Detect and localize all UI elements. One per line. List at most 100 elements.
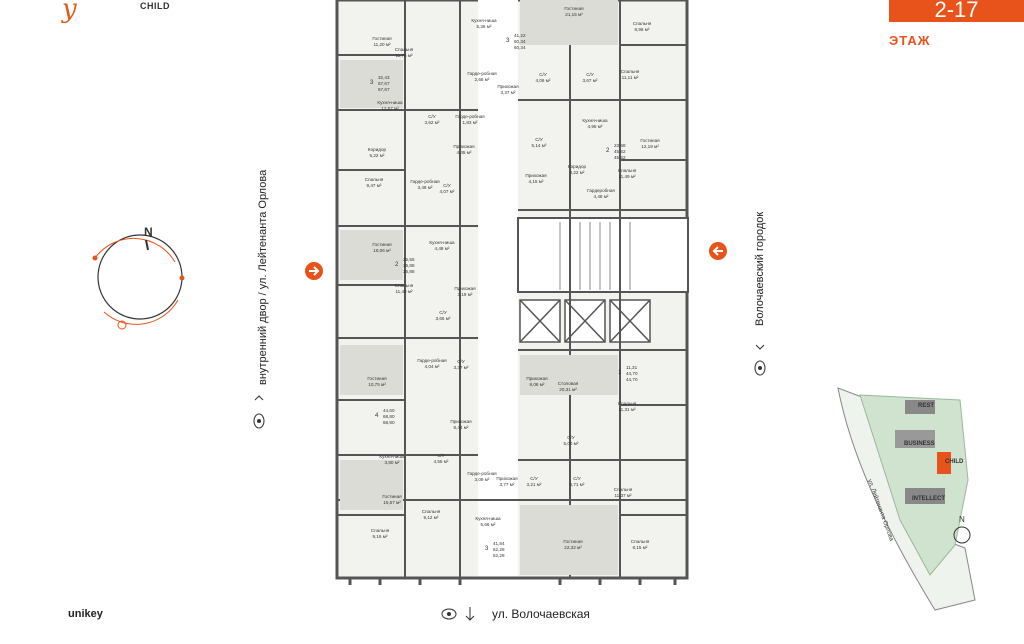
compass-icon bbox=[92, 234, 185, 330]
apartment-room-count: 4 bbox=[375, 413, 379, 419]
room-name: Коридор bbox=[368, 147, 387, 152]
apartment-area: 60,34 bbox=[514, 39, 526, 44]
room-area: 3,09 м² bbox=[475, 477, 490, 482]
street-label-right: Волочаевский городок bbox=[754, 211, 766, 326]
room-area: 3,77 м² bbox=[500, 482, 515, 487]
room-name: Спальня bbox=[395, 283, 414, 288]
street-label-left: внутренний двор / ул. Лейтенанта Орлова bbox=[257, 169, 269, 385]
elevator-shafts bbox=[519, 299, 651, 343]
eye-icon bbox=[441, 607, 475, 621]
room-area: 11,20 м² bbox=[373, 42, 391, 47]
room-area: 8,08 м² bbox=[530, 382, 545, 387]
floor-label: ЭТАЖ bbox=[889, 33, 931, 48]
room-area: 3,66 м² bbox=[436, 316, 451, 321]
apartment-area: 44,70 bbox=[626, 377, 638, 382]
room-area: 5,00 м² bbox=[564, 441, 579, 446]
room-area: 5,22 м² bbox=[370, 153, 385, 158]
room-area: 3,21 м² bbox=[527, 482, 542, 487]
room-area: 3,62 м² bbox=[425, 120, 440, 125]
floor-range-badge: 2-17 bbox=[889, 0, 1024, 22]
central-corridor bbox=[478, 0, 518, 578]
room-area: 4,06 м² bbox=[536, 78, 551, 83]
room-area: 3,37 м² bbox=[454, 365, 469, 370]
brand-script-logo: y bbox=[62, 0, 77, 24]
interior-walls bbox=[337, 0, 687, 578]
room-area: 1,83 м² bbox=[463, 120, 478, 125]
room-area: 4,15 м² bbox=[529, 179, 544, 184]
apartment-area: 36,88 bbox=[403, 263, 415, 268]
apartment-area: 36,88 bbox=[403, 269, 415, 274]
room-name: Гарде-робная bbox=[467, 71, 497, 76]
compass-north-label: N bbox=[144, 225, 153, 239]
room-name: Кухня-ниша bbox=[471, 18, 497, 23]
room-area: 9,47 м² bbox=[367, 183, 382, 188]
living-fill bbox=[520, 355, 618, 395]
room-area: 3,80 м² bbox=[385, 460, 400, 465]
room-name: С/У bbox=[437, 453, 445, 458]
room-name: Гостиная bbox=[367, 376, 387, 381]
room-name: Прихожая bbox=[526, 376, 548, 381]
room-name: Спальня bbox=[633, 21, 652, 26]
living-fill bbox=[520, 0, 618, 45]
room-name: С/У bbox=[567, 435, 575, 440]
room-name: С/У bbox=[530, 476, 538, 481]
apartment-area: 67,67 bbox=[378, 87, 390, 92]
minimap-label-rest: REST bbox=[918, 403, 934, 409]
room-name: Прихожая bbox=[454, 286, 476, 291]
room-name: Гостиная bbox=[640, 138, 660, 143]
room-name: Прихожая bbox=[496, 476, 518, 481]
room-area: 15,57 м² bbox=[383, 500, 401, 505]
room-name: Гостиная bbox=[382, 494, 402, 499]
apartment-area: 45,62 bbox=[614, 149, 626, 154]
apartment-area: 25,55 bbox=[403, 257, 415, 262]
room-area: 3,48 м² bbox=[418, 185, 433, 190]
room-name: Кухня-ниша bbox=[582, 118, 608, 123]
room-name: С/У bbox=[586, 72, 594, 77]
room-name: Гарде-робная bbox=[467, 471, 497, 476]
room-name: Прихожая bbox=[525, 173, 547, 178]
room-area: 4,95 м² bbox=[588, 124, 603, 129]
room-name: Спальня bbox=[614, 487, 633, 492]
room-area: 5,14 м² bbox=[532, 143, 547, 148]
apartment-room-count: 2 bbox=[395, 262, 399, 268]
eye-icon bbox=[754, 344, 766, 376]
living-fill bbox=[340, 60, 403, 108]
room-name: Гарде-робная bbox=[410, 179, 440, 184]
apartment-area: 41,22 bbox=[514, 33, 526, 38]
room-name: Кухня-ниша bbox=[429, 240, 455, 245]
room-area: 11,49 м² bbox=[618, 174, 636, 179]
room-name: Кухня-ниша bbox=[475, 516, 501, 521]
eye-icon bbox=[253, 395, 265, 429]
apartment-area: 68,80 bbox=[383, 420, 395, 425]
apartment-area: 32,43 bbox=[378, 75, 390, 80]
apartment-room-count: 3 bbox=[506, 38, 510, 44]
room-area: 8,44 м² bbox=[454, 425, 469, 430]
apartment-room-count: 3 bbox=[485, 546, 489, 552]
apartment-room-count: 3 bbox=[370, 80, 374, 86]
room-area: 16,06 м² bbox=[373, 248, 391, 253]
apartment-area: 68,80 bbox=[383, 414, 395, 419]
room-area: 12,19 м² bbox=[641, 144, 659, 149]
apartment-area: 41,84 bbox=[493, 541, 505, 546]
entrance-arrow-right bbox=[709, 242, 727, 260]
room-area: 4,04 м² bbox=[425, 364, 440, 369]
room-name: Гардеробная bbox=[587, 188, 615, 193]
room-name: Спальня bbox=[631, 539, 650, 544]
room-name: Гостиная bbox=[372, 36, 392, 41]
apartment-room-count: 1 bbox=[618, 370, 622, 376]
room-area: 3,19 м² bbox=[458, 292, 473, 297]
room-area: 12,57 м² bbox=[381, 106, 399, 111]
room-name: Столовая bbox=[558, 381, 579, 386]
room-name: Прихожая bbox=[450, 419, 472, 424]
room-area: 4,48 м² bbox=[594, 194, 609, 199]
street-label-bottom: ул. Волочаевская bbox=[492, 607, 590, 621]
room-name: Спальня bbox=[618, 401, 637, 406]
room-name: Кухня-ниша bbox=[379, 454, 405, 459]
site-minimap bbox=[837, 387, 976, 611]
minimap-label-child: CHILD bbox=[945, 459, 964, 465]
entrance-arrow-left bbox=[305, 262, 323, 280]
room-name: С/У bbox=[439, 310, 447, 315]
room-name: С/У bbox=[535, 137, 543, 142]
room-area: 4,48 м² bbox=[435, 246, 450, 251]
room-name: С/У bbox=[573, 476, 581, 481]
